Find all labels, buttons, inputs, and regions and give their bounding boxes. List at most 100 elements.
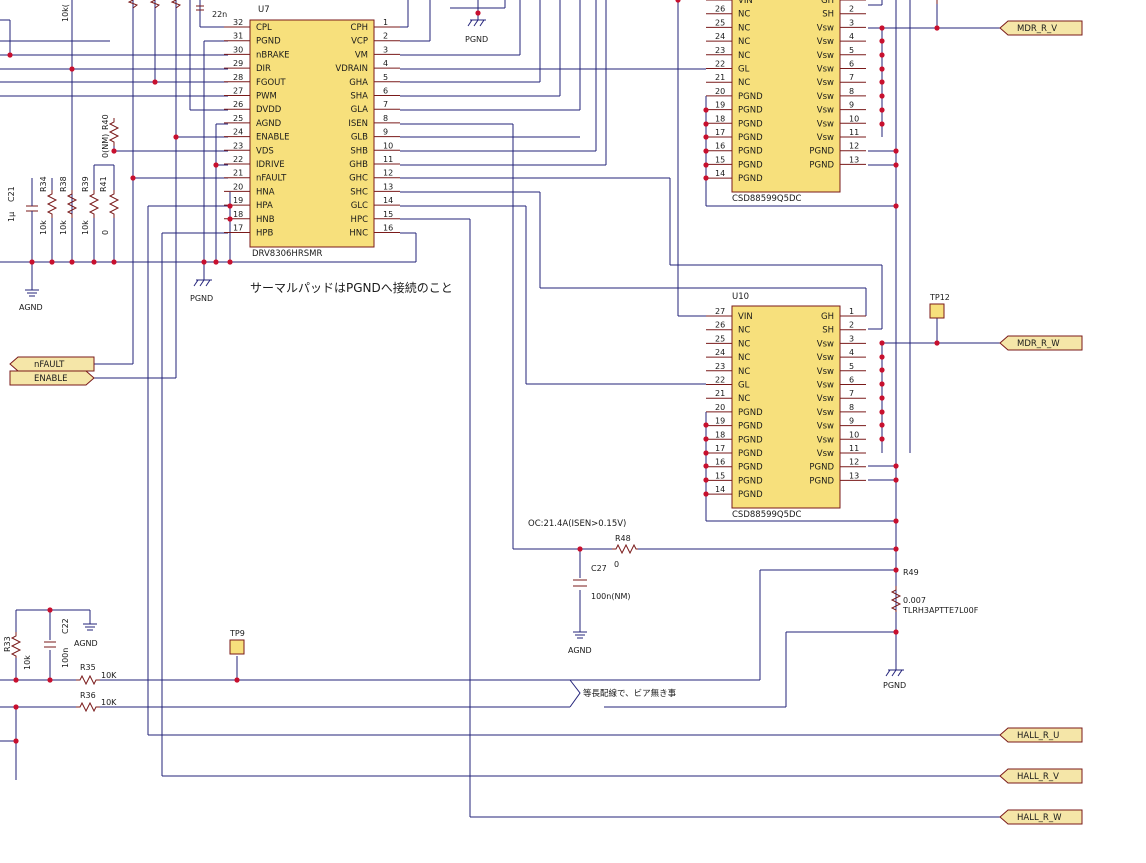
fet-lower-right-pin-number: 8 (849, 403, 854, 412)
fet-lower-left-pin-number: 16 (715, 458, 725, 467)
junction-dot (213, 259, 219, 265)
junction-dot (69, 66, 75, 72)
fet-upper-left-pin-number: 18 (715, 114, 725, 123)
u7-gate-driver[interactable]: U7 DRV8306HRSMR 32CPL31PGND30nBRAKE29DIR… (224, 5, 400, 259)
r40-ref: R40 (101, 114, 110, 130)
oc-threshold-note: OC:21.4A(ISEN>0.15V) (528, 519, 626, 529)
port-hall-r-u[interactable]: HALL_R_U (999, 727, 1083, 743)
u7-left-pin-name: AGND (256, 119, 282, 129)
u7-right-pin-name: GHC (349, 174, 368, 184)
u7-left-pin-number: 27 (233, 87, 243, 96)
u7-right-pin-number: 9 (383, 128, 388, 137)
fet-upper-left-pin-name: PGND (738, 160, 763, 170)
port-hall-r-u-label: HALL_R_U (1017, 731, 1059, 741)
fet-lower-right-pin-name: PGND (809, 463, 834, 473)
junction-dot (879, 422, 885, 428)
fet-upper-body (731, 0, 841, 193)
u7-left-pin-number: 18 (233, 210, 243, 219)
fet-upper-left-pin-name: GL (738, 65, 750, 75)
fet-upper-part: CSD88599Q5DC (732, 194, 802, 204)
u7-left-pin-number: 23 (233, 141, 243, 150)
fet-upper-right-pin-number: 8 (849, 87, 854, 96)
junction-dot (69, 259, 75, 265)
fet-lower-right-pin-number: 1 (849, 307, 854, 316)
fet-upper[interactable]: CSD88599Q5DC 27VIN26NC25NC24NC23NC22GL21… (706, 0, 866, 204)
agnd-symbol-c22: AGND (74, 623, 98, 648)
junction-dot (703, 121, 709, 127)
junction-dot (213, 162, 219, 168)
testpoint-tp12[interactable]: TP12 (929, 293, 950, 319)
junction-dot (703, 175, 709, 181)
u7-right-pin-number: 13 (383, 182, 393, 191)
fet-lower-right-pin-name: Vsw (817, 435, 834, 445)
junction-dot (703, 107, 709, 113)
r41-value: 0 (101, 230, 110, 235)
fet-lower[interactable]: U10 CSD88599Q5DC 27VIN26NC25NC24NC23NC22… (706, 292, 866, 520)
fet-lower-right-pin-name: Vsw (817, 381, 834, 391)
junction-dot (227, 259, 233, 265)
agnd-label-c27: AGND (568, 646, 592, 655)
fet-lower-left-pin-name: NC (738, 339, 750, 349)
testpoint-tp9[interactable]: TP9 (229, 629, 245, 655)
r48-value: 0 (614, 560, 619, 569)
fet-upper-left-pin-name: PGND (738, 174, 763, 184)
port-enable[interactable]: ENABLE (9, 370, 95, 386)
port-hall-r-v[interactable]: HALL_R_V (999, 768, 1083, 784)
u7-left-pin-name: ENABLE (256, 133, 289, 143)
junction-dot (703, 148, 709, 154)
junction-dot (227, 216, 233, 222)
fet-upper-right-pins: 1GH2SH3Vsw4Vsw5Vsw6Vsw7Vsw8Vsw9Vsw10Vsw1… (809, 0, 866, 170)
fet-lower-right-pin-name: SH (822, 326, 834, 336)
junction-dot (893, 567, 899, 573)
fet-lower-left-pin-name: PGND (738, 422, 763, 432)
u7-right-pin-number: 11 (383, 155, 393, 164)
fet-lower-left-pin-name: PGND (738, 476, 763, 486)
fet-lower-right-pin-number: 5 (849, 362, 854, 371)
r36-ref: R36 (80, 691, 96, 700)
u7-right-pin-name: CPH (351, 23, 368, 33)
fet-lower-left-pin-number: 21 (715, 389, 725, 398)
u7-left-pin-number: 25 (233, 114, 243, 123)
fet-lower-right-pin-name: Vsw (817, 408, 834, 418)
fet-lower-left-pin-number: 27 (715, 307, 725, 316)
fet-lower-left-pin-name: GL (738, 381, 750, 391)
u7-left-pin-number: 30 (233, 45, 243, 54)
u7-right-pin-number: 3 (383, 45, 388, 54)
fet-lower-right-pin-number: 2 (849, 321, 854, 330)
u7-right-pin-name: SHC (350, 187, 368, 197)
port-nfault-label: nFAULT (34, 360, 65, 370)
u7-right-pin-name: GLA (351, 105, 369, 115)
u7-right-pin-number: 4 (383, 59, 388, 68)
fet-upper-right-pin-name: SH (822, 10, 834, 20)
fet-upper-right-pin-number: 2 (849, 5, 854, 14)
fet-lower-ref: U10 (732, 292, 749, 302)
fet-lower-right-pin-name: Vsw (817, 367, 834, 377)
r33-ref: R33 (3, 636, 12, 652)
port-hall-r-w[interactable]: HALL_R_W (999, 809, 1083, 825)
port-mdr-r-w[interactable]: MDR_R_W (999, 335, 1083, 351)
junction-dot (879, 93, 885, 99)
fet-lower-left-pin-name: NC (738, 353, 750, 363)
u7-left-pin-name: nBRAKE (256, 50, 290, 60)
u7-right-pin-name: HPC (351, 215, 369, 225)
junction-dot (893, 546, 899, 552)
fet-lower-left-pins: 27VIN26NC25NC24NC23NC22GL21NC20PGND19PGN… (706, 307, 763, 500)
u7-left-pin-number: 24 (233, 128, 243, 137)
fet-lower-left-pin-name: PGND (738, 435, 763, 445)
fet-upper-left-pin-name: NC (738, 10, 750, 20)
port-nfault[interactable]: nFAULT (9, 356, 95, 372)
r41-ref: R41 (99, 176, 108, 192)
u7-right-pin-name: GLB (351, 133, 368, 143)
u7-left-pin-number: 20 (233, 182, 243, 191)
u7-left-pin-number: 17 (233, 224, 243, 233)
fet-lower-left-pin-number: 23 (715, 362, 725, 371)
fet-lower-left-pin-number: 19 (715, 417, 725, 426)
fet-upper-right-pin-number: 5 (849, 46, 854, 55)
port-mdr-r-v[interactable]: MDR_R_V (999, 20, 1083, 36)
fet-upper-left-pin-number: 20 (715, 87, 725, 96)
u7-right-pin-name: ISEN (348, 119, 368, 129)
u7-right-pin-name: SHB (350, 146, 368, 156)
u7-right-pin-number: 10 (383, 141, 393, 150)
u7-right-pin-name: SHA (350, 92, 368, 102)
junction-dot (475, 10, 481, 16)
